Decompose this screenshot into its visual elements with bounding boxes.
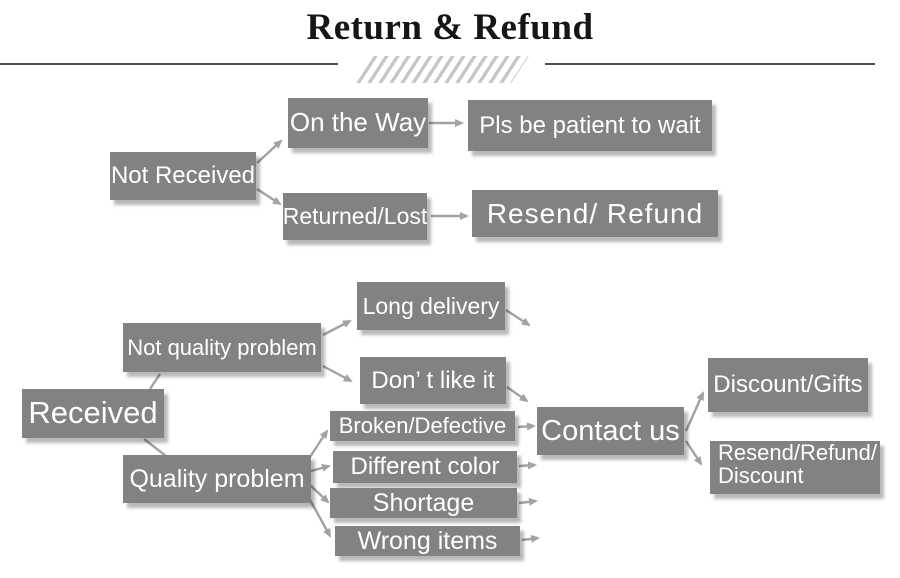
node-long-delivery: Long delivery (357, 282, 505, 330)
node-returned-lost: Returned/Lost (283, 193, 427, 240)
arrow-not-quality-to-long-delivery (322, 319, 352, 337)
arrow-dont-like-it-to-contact-us (506, 386, 529, 403)
link-received-to-quality-problem (143, 438, 167, 457)
arrow-quality-to-different-color (310, 464, 331, 473)
arrow-shortage-to-contact-us (518, 497, 538, 506)
arrow-contact-us-to-resend-refund-discount (684, 440, 703, 466)
node-shortage: Shortage (330, 488, 517, 518)
node-resend-refund-discount: Resend/Refund/ Discount (710, 441, 880, 494)
arrow-quality-to-wrong-items (307, 497, 332, 538)
arrow-wrong-items-to-contact-us (521, 534, 540, 543)
node-resend-refund-discount-line2: Discount (718, 463, 804, 489)
node-wrong-items: Wrong items (335, 526, 520, 556)
node-resend-refund: Resend/ Refund (472, 190, 718, 237)
arrow-not-received-to-on-the-way (256, 139, 283, 164)
node-broken-defective: Broken/Defective (330, 411, 515, 441)
arrow-contact-us-to-discount-gifts (684, 391, 705, 432)
node-not-quality-problem: Not quality problem (123, 323, 321, 372)
arrow-different-color-to-contact-us (518, 461, 537, 470)
node-different-color: Different color (333, 451, 517, 483)
node-not-received: Not Received (110, 152, 256, 200)
arrow-quality-to-shortage (309, 484, 330, 504)
node-pls-be-patient: Pls be patient to wait (468, 100, 712, 151)
divider-line-left (0, 63, 338, 65)
node-resend-refund-discount-line1: Resend/Refund/ (718, 440, 877, 465)
arrow-quality-to-broken-defective (308, 429, 329, 458)
node-received: Received (22, 389, 164, 438)
arrow-broken-defective-to-contact-us (517, 422, 536, 431)
page-title: Return & Refund (306, 7, 594, 48)
node-dont-like-it: Don’ t like it (360, 357, 506, 404)
divider-hatch-decoration (356, 56, 529, 83)
arrow-not-received-to-returned-lost (256, 187, 282, 206)
arrow-not-quality-to-dont-like-it (322, 364, 353, 383)
node-contact-us: Contact us (537, 407, 684, 455)
divider-line-right (545, 63, 875, 65)
arrow-long-delivery-to-contact-us (505, 308, 531, 327)
node-discount-gifts: Discount/Gifts (708, 358, 868, 412)
node-quality-problem: Quality problem (123, 455, 311, 503)
link-received-to-not-quality-problem (149, 373, 161, 390)
node-on-the-way: On the Way (288, 98, 428, 148)
